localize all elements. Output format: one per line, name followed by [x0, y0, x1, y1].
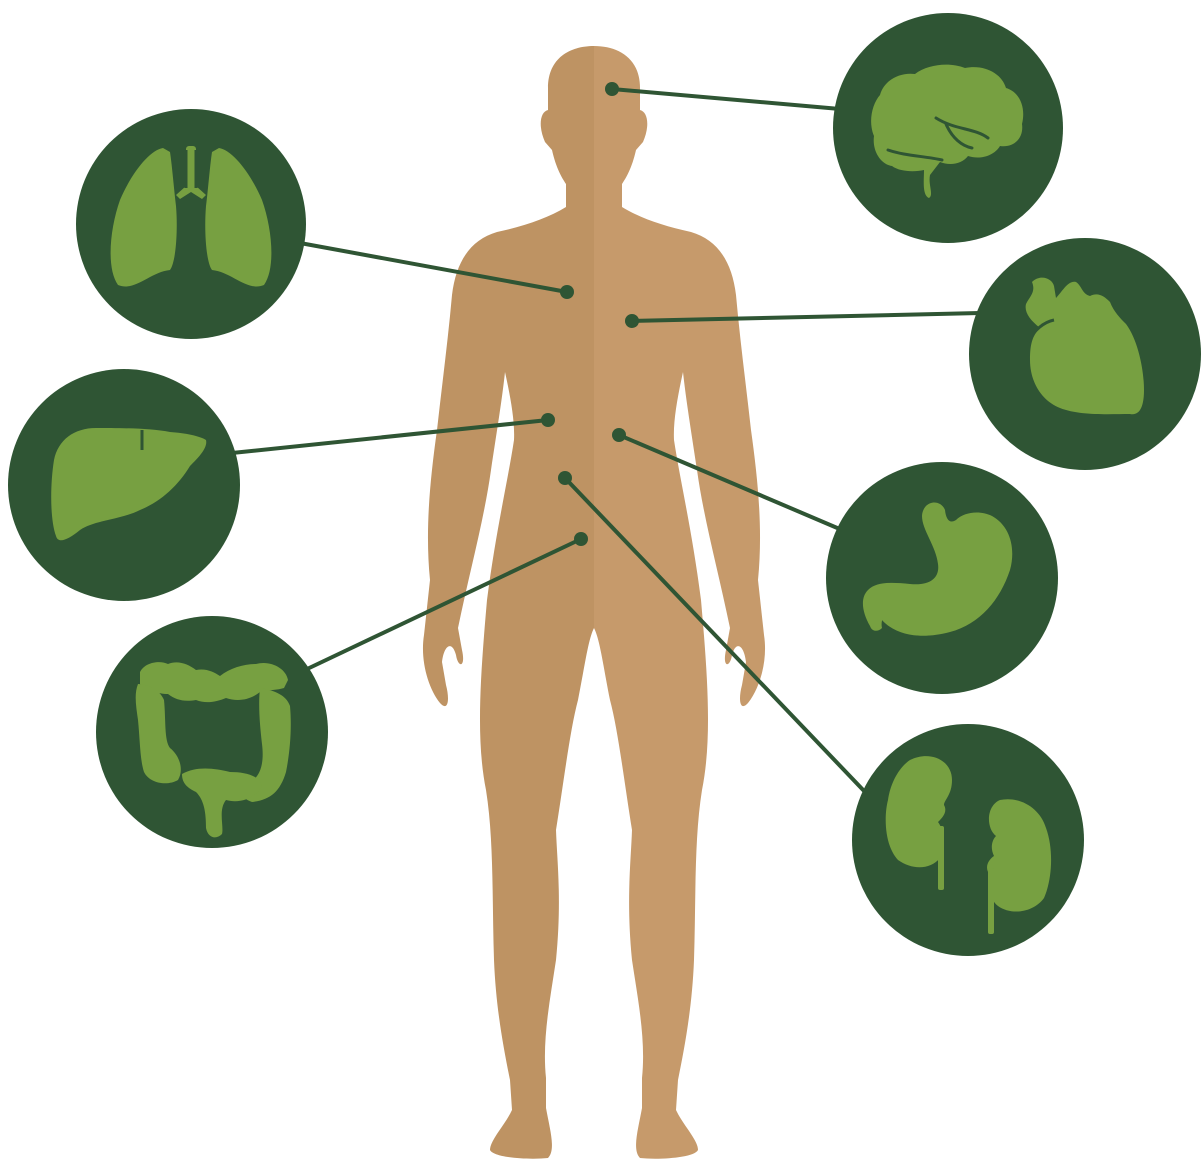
dot-kidneys: [558, 471, 572, 485]
dot-brain: [605, 82, 619, 96]
dot-heart: [625, 314, 639, 328]
lungs-badge: [76, 109, 306, 339]
connector-brain: [612, 89, 840, 109]
lungs-circle: [76, 109, 306, 339]
liver-badge: [8, 369, 240, 601]
heart-badge: [969, 238, 1201, 470]
colon-badge: [96, 616, 328, 848]
dot-colon: [574, 532, 588, 546]
dot-lungs: [560, 285, 574, 299]
dot-stomach: [612, 428, 626, 442]
kidneys-badge: [852, 724, 1084, 956]
stomach-badge: [826, 462, 1058, 694]
dot-liver: [541, 413, 555, 427]
body-right-half: [594, 46, 765, 1159]
connector-liver: [232, 420, 548, 453]
human-body: [423, 46, 765, 1159]
brain-badge: [833, 13, 1063, 243]
